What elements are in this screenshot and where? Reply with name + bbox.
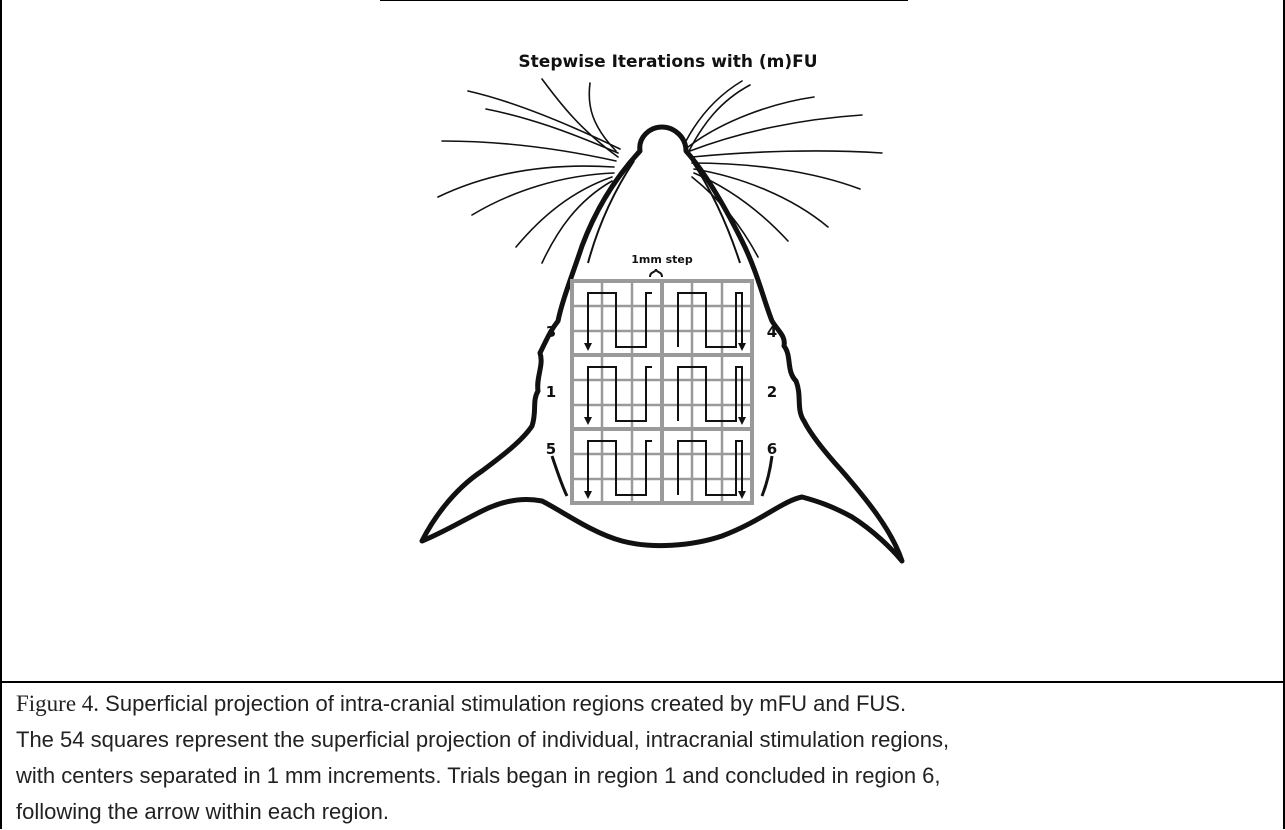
- figure-title: Stepwise Iterations with (m)FU: [518, 52, 817, 72]
- head-lower-curve: [552, 456, 567, 496]
- head-lower-curve-right: [762, 456, 772, 496]
- step-label: 1mm step: [631, 253, 693, 266]
- region-label-1: 1: [546, 383, 556, 401]
- region-label-5: 5: [546, 440, 556, 458]
- figure-image: Stepwise Iterations with (m)FU: [2, 1, 1283, 681]
- head-inner-contour-right: [692, 161, 740, 263]
- whiskers-right: [686, 81, 882, 257]
- caption-line-3: with centers separated in 1 mm increment…: [16, 758, 1276, 794]
- caption-line-4: following the arrow within each region.: [16, 794, 1276, 830]
- caption-title: Superficial projection of intra-cranial …: [99, 691, 906, 716]
- region-label-2: 2: [767, 383, 777, 401]
- caption-line-2: The 54 squares represent the superficial…: [16, 722, 1276, 758]
- region-label-6: 6: [767, 440, 777, 458]
- figure-label: Figure 4.: [16, 691, 99, 716]
- whiskers-left: [438, 79, 620, 263]
- caption-line-1: Figure 4. Superficial projection of intr…: [16, 686, 1276, 722]
- rat-head-diagram: Stepwise Iterations with (m)FU: [2, 1, 1283, 681]
- stimulation-grid: [572, 281, 752, 503]
- step-brace: [650, 269, 662, 277]
- caption-divider: [0, 681, 1285, 683]
- region-label-3: 3: [546, 323, 556, 341]
- region-label-4: 4: [767, 323, 777, 341]
- figure-caption: Figure 4. Superficial projection of intr…: [16, 686, 1276, 830]
